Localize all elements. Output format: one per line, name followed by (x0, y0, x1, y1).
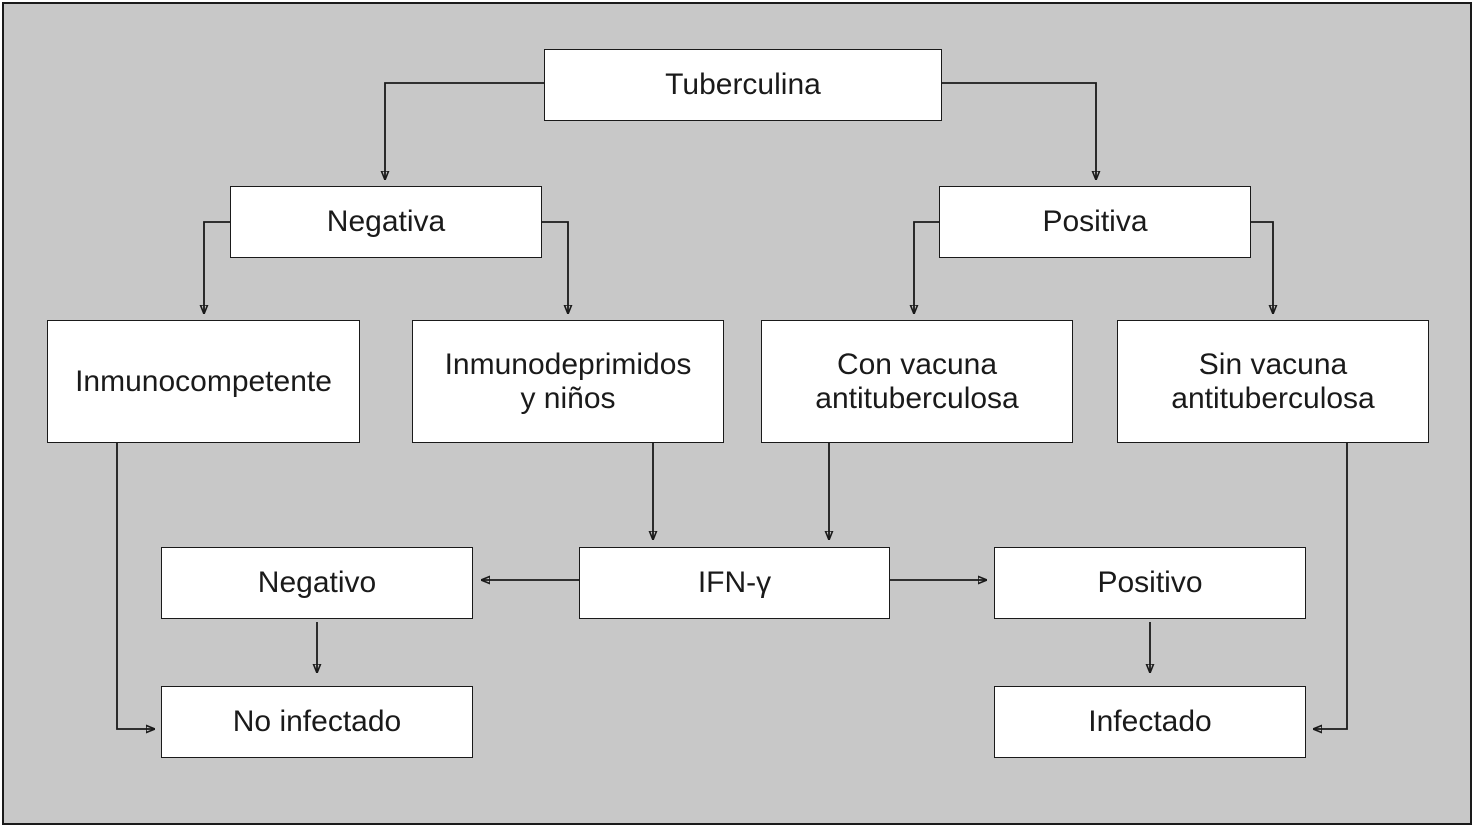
node-label: Negativa (326, 205, 446, 238)
edge-sin-vacuna-to-infectado (1313, 443, 1348, 729)
node-con-vacuna: Con vacuna antituberculosa (761, 320, 1073, 443)
node-label: Positiva (1042, 205, 1148, 238)
edge-tuberculina-to-negativa (385, 82, 544, 180)
node-label: No infectado (232, 705, 402, 738)
node-inmunocompetente: Inmunocompetente (47, 320, 360, 443)
node-positiva: Positiva (939, 186, 1251, 258)
node-infectado: Infectado (994, 686, 1306, 758)
node-sin-vacuna: Sin vacuna antituberculosa (1117, 320, 1429, 443)
edge-positiva-to-sin-vacuna (1251, 221, 1273, 314)
node-inmunodeprimidos: Inmunodeprimidos y niños (412, 320, 724, 443)
node-label: Tuberculina (665, 68, 821, 101)
edge-inmunocompetente-to-no-infectado (116, 443, 155, 729)
edge-negativa-to-inmunodeprimidos (542, 221, 568, 314)
node-no-infectado: No infectado (161, 686, 473, 758)
node-tuberculina: Tuberculina (544, 49, 942, 121)
node-label: IFN-γ (697, 566, 772, 599)
node-negativo: Negativo (161, 547, 473, 619)
node-label: Positivo (1097, 566, 1203, 599)
node-negativa: Negativa (230, 186, 542, 258)
node-label: Con vacuna antituberculosa (815, 347, 1019, 415)
node-label: Inmunodeprimidos y niños (444, 347, 692, 415)
node-label: Infectado (1088, 705, 1212, 738)
edge-positiva-to-con-vacuna (914, 221, 939, 314)
node-label: Sin vacuna antituberculosa (1171, 347, 1375, 415)
node-positivo: Positivo (994, 547, 1306, 619)
node-ifn-gamma: IFN-γ (579, 547, 890, 619)
edge-negativa-to-inmunocompetente (204, 221, 230, 314)
edge-tuberculina-to-positiva (942, 82, 1096, 180)
node-label: Negativo (257, 566, 377, 599)
node-label: Inmunocompetente (75, 364, 332, 398)
